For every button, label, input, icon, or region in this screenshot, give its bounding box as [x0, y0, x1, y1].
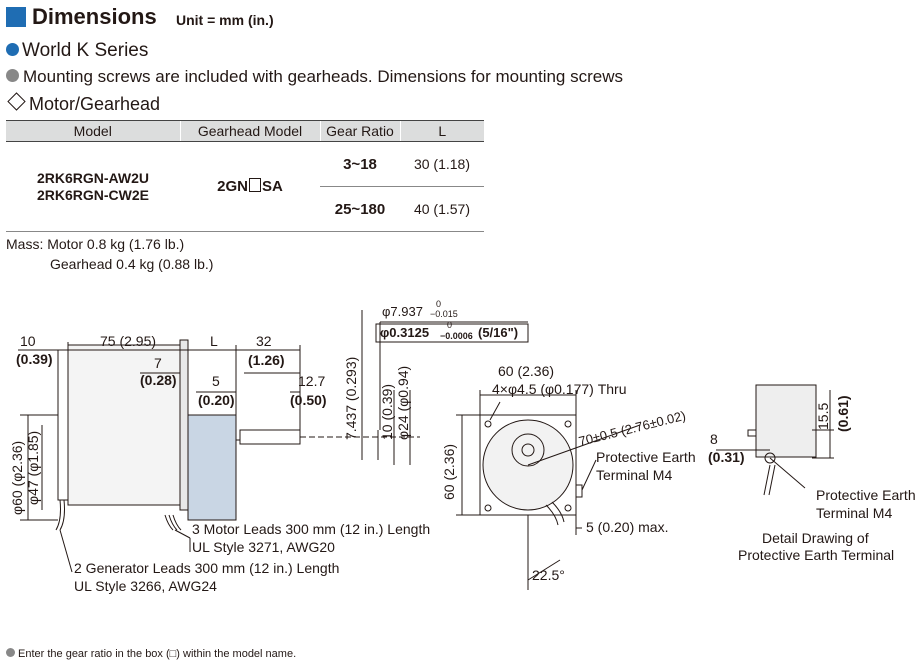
detail-8-inch: (0.31) — [708, 449, 745, 465]
dim-7-437: 7.437 (0.293) — [343, 357, 359, 440]
ratio-cell: 3~18 — [320, 141, 400, 187]
col-header-l: L — [399, 120, 484, 142]
dim-32: 32 — [256, 333, 272, 349]
motor-leads-line2: UL Style 3271, AWG20 — [192, 539, 335, 555]
col-header-model: Model — [6, 120, 180, 142]
detail-8: 8 — [710, 431, 718, 447]
col-header-gearhead: Gearhead Model — [179, 120, 320, 142]
box-icon — [249, 178, 261, 192]
dimension-drawing: 10 (0.39) 75 (2.95) L 32 (1.26) 7 (0.28)… — [9, 299, 916, 594]
front-height: 60 (2.36) — [441, 444, 457, 500]
dim-phi24: φ24 (φ0.94) — [395, 366, 411, 440]
detail-pe-line2: Terminal M4 — [816, 505, 892, 521]
shaft-diameter-inch: φ0.3125 — [380, 325, 429, 340]
detail-caption-line1: Detail Drawing of — [762, 530, 869, 546]
dim-10: 10 — [20, 333, 36, 349]
section-marker-square — [6, 7, 26, 27]
bullet-icon — [6, 69, 19, 82]
front-width: 60 (2.36) — [498, 363, 554, 379]
dim-75: 75 (2.95) — [100, 333, 156, 349]
dim-32-inch: (1.26) — [248, 352, 285, 368]
bullet-icon — [6, 43, 19, 56]
page-title: Dimensions — [32, 4, 157, 29]
bullet-icon — [6, 648, 15, 657]
dim-phi47: φ47 (φ1.85) — [25, 431, 41, 505]
front-pe-line2: Terminal M4 — [596, 467, 672, 483]
ratio-cell: 25~180 — [320, 186, 400, 232]
shaft-fraction: (5/16") — [478, 325, 518, 340]
dim-phi60: φ60 (φ2.36) — [9, 441, 25, 515]
col-header-ratio: Gear Ratio — [319, 120, 400, 142]
dim-12-7: 12.7 — [298, 373, 325, 389]
unit-label: Unit = mm (in.) — [176, 12, 274, 28]
shaft-diameter: φ7.937 — [382, 304, 423, 319]
front-pcd: 70±0.5 (2.76±0.02) — [577, 408, 687, 449]
dim-7-inch: (0.28) — [140, 372, 177, 388]
front-holes: 4×φ4.5 (φ0.177) Thru — [492, 381, 627, 397]
footnote: Enter the gear ratio in the box (□) with… — [6, 648, 296, 660]
series-heading: World K Series — [6, 40, 148, 62]
dim-12-7-inch: (0.50) — [290, 392, 327, 408]
shaft-tol-upper: 0 — [436, 299, 441, 309]
detail-15-5: 15.5 — [815, 403, 831, 430]
l-cell: 30 (1.18) — [400, 141, 484, 187]
dim-l: L — [210, 333, 218, 349]
front-5-max: 5 (0.20) max. — [586, 519, 668, 535]
detail-15-5-inch: (0.61) — [835, 395, 851, 432]
dim-10-vert: 10 (0.39) — [379, 384, 395, 440]
generator-leads-line2: UL Style 3266, AWG24 — [74, 578, 217, 594]
mounting-note: Mounting screws are included with gearhe… — [6, 67, 623, 87]
dim-10-inch: (0.39) — [16, 351, 53, 367]
model-table: Model Gearhead Model Gear Ratio L 2RK6RG… — [6, 120, 484, 232]
diamond-icon — [7, 92, 26, 111]
mass-info: Mass: Motor 0.8 kg (1.76 lb.) Gearhead 0… — [6, 236, 214, 272]
shaft-tol-lower: −0.015 — [430, 309, 458, 319]
detail-pe-line1: Protective Earth — [816, 487, 916, 503]
front-pe-line1: Protective Earth — [596, 449, 696, 465]
shaft-inch-tol-upper: 0 — [447, 320, 452, 330]
detail-caption-line2: Protective Earth Terminal — [738, 547, 894, 563]
model-cell: 2RK6RGN-AW2U 2RK6RGN-CW2E — [6, 141, 180, 232]
front-angle: 22.5° — [532, 567, 565, 583]
generator-leads-line1: 2 Generator Leads 300 mm (12 in.) Length — [74, 560, 339, 576]
dim-7: 7 — [154, 355, 162, 371]
shaft-inch-tol-lower: −0.0006 — [440, 331, 473, 341]
l-cell: 40 (1.57) — [400, 186, 484, 232]
dim-5: 5 — [212, 373, 220, 389]
motor-leads-line1: 3 Motor Leads 300 mm (12 in.) Length — [192, 521, 430, 537]
section-heading: Motor/Gearhead — [6, 92, 160, 115]
dim-5-inch: (0.20) — [198, 392, 235, 408]
